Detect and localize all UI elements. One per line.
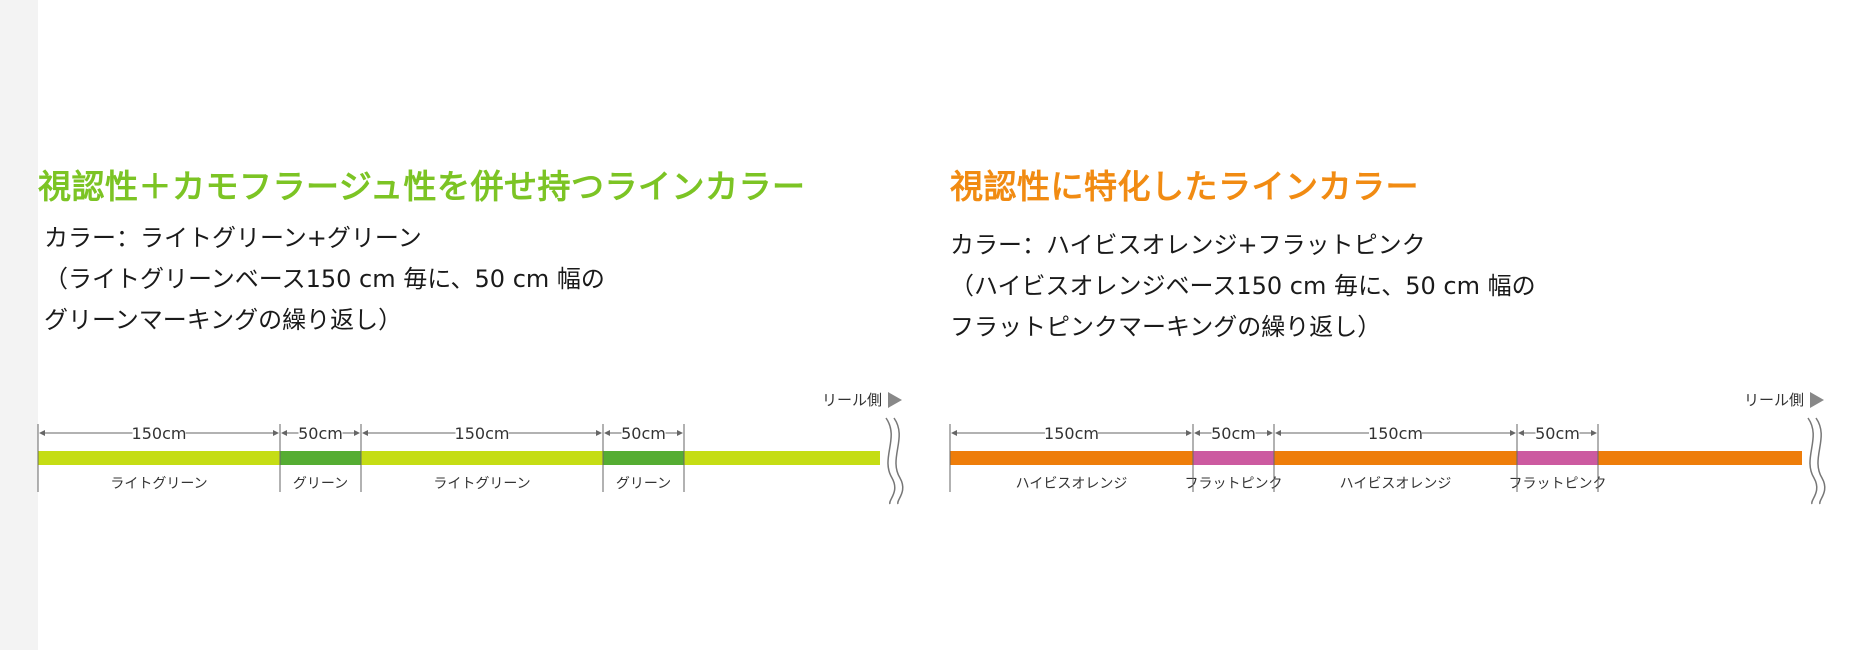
left-margin-strip (0, 0, 38, 650)
line-segment (1517, 451, 1598, 465)
color-description: カラー：ライトグリーン+グリーン （ライトグリーンベース150 cm 毎に、50… (44, 218, 605, 341)
dimension-label: 150cm (455, 424, 510, 443)
arrowhead-right-icon (596, 430, 602, 436)
panel-orange: 視認性に特化したラインカラー カラー：ハイビスオレンジ+フラットピンク （ハイビ… (926, 0, 1852, 650)
arrowhead-right-icon (677, 430, 683, 436)
arrowhead-left-icon (1194, 430, 1200, 436)
break-mark (1815, 417, 1826, 505)
description-line: （ハイビスオレンジベース150 cm 毎に、50 cm 幅の (950, 272, 1536, 300)
arrowhead-left-icon (281, 430, 287, 436)
panel-heading: 視認性＋カモフラージュ性を併せ持つラインカラー (38, 167, 806, 206)
arrowhead-right-icon (1510, 430, 1516, 436)
dimension-label: 150cm (1368, 424, 1423, 443)
arrowhead-right-icon (354, 430, 360, 436)
arrowhead-left-icon (951, 430, 957, 436)
break-mark (1807, 417, 1818, 505)
line-diagram: 150cm ライトグリーン 50cm グリーン 150cm ライトグリーン 50cm グリーン… (37, 391, 904, 505)
segment-label: ハイビスオレンジ (1340, 476, 1452, 492)
line-tail-segment (684, 451, 880, 465)
segment-label: ライトグリーン (110, 476, 207, 492)
break-mark (893, 417, 904, 505)
description-line: フラットピンクマーキングの繰り返し） (950, 313, 1382, 341)
description-line: カラー：ハイビスオレンジ+フラットピンク (950, 231, 1426, 259)
dimension-label: 150cm (1044, 424, 1099, 443)
segment-label: フラットピンク (1509, 476, 1607, 492)
right-triangle-icon (888, 392, 902, 408)
description-line: グリーンマーキングの繰り返し） (44, 306, 403, 334)
arrowhead-right-icon (1267, 430, 1273, 436)
segment-label: グリーン (616, 476, 671, 492)
line-segment (38, 451, 280, 465)
break-mark (885, 417, 896, 505)
arrowhead-left-icon (1275, 430, 1281, 436)
color-description: カラー：ハイビスオレンジ+フラットピンク （ハイビスオレンジベース150 cm … (950, 225, 1536, 348)
segment-label: グリーン (293, 476, 348, 492)
line-segment (1274, 451, 1517, 465)
line-segment (280, 451, 361, 465)
arrowhead-right-icon (273, 430, 279, 436)
description-line: （ライトグリーンベース150 cm 毎に、50 cm 幅の (44, 265, 605, 293)
dimension-label: 150cm (132, 424, 187, 443)
reel-side-label: リール側 (822, 391, 882, 409)
reel-side-label: リール側 (1744, 391, 1804, 409)
line-segment (361, 451, 603, 465)
line-diagram: 150cm ハイビスオレンジ 50cm フラットピンク 150cm ハイビスオレンジ 50c… (949, 391, 1826, 505)
arrowhead-right-icon (1591, 430, 1597, 436)
line-segment (603, 451, 684, 465)
arrowhead-right-icon (1186, 430, 1192, 436)
panel-light-green: 視認性＋カモフラージュ性を併せ持つラインカラー カラー：ライトグリーン+グリーン… (37, 167, 904, 505)
right-triangle-icon (1810, 392, 1824, 408)
segment-label: ハイビスオレンジ (1016, 476, 1128, 492)
segment-label: ライトグリーン (433, 476, 530, 492)
dimension-label: 50cm (621, 424, 666, 443)
arrowhead-left-icon (39, 430, 45, 436)
arrowhead-left-icon (362, 430, 368, 436)
description-line: カラー：ライトグリーン+グリーン (44, 224, 422, 252)
segment-label: フラットピンク (1185, 476, 1283, 492)
dimension-label: 50cm (298, 424, 343, 443)
line-segment (950, 451, 1193, 465)
line-tail-segment (1598, 451, 1802, 465)
arrowhead-left-icon (1518, 430, 1524, 436)
dimension-label: 50cm (1211, 424, 1256, 443)
arrowhead-left-icon (604, 430, 610, 436)
line-segment (1193, 451, 1274, 465)
panel-heading: 視認性に特化したラインカラー (950, 167, 1419, 206)
dimension-label: 50cm (1535, 424, 1580, 443)
